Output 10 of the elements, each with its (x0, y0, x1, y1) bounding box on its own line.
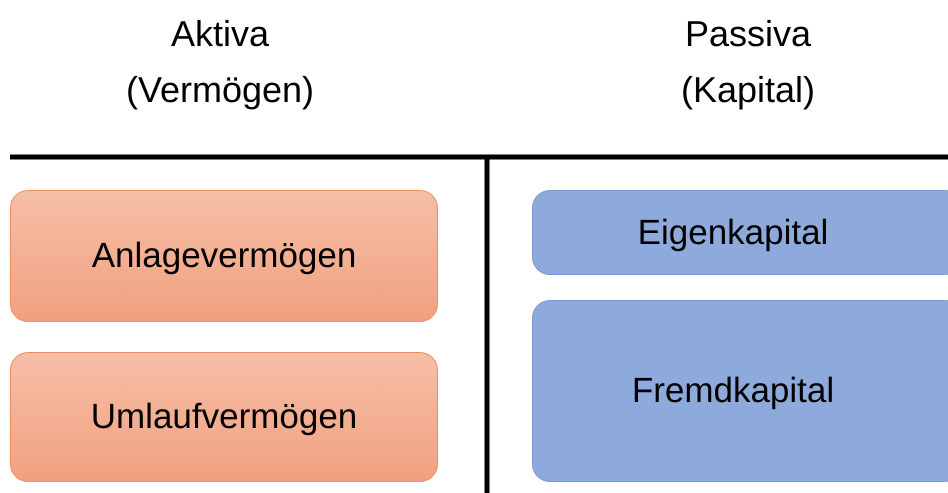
column-heading: Aktiva (Vermögen) (124, 12, 316, 112)
box-label: Eigenkapital (638, 212, 828, 252)
box-label: Umlaufvermögen (90, 397, 358, 437)
liability-box (532, 190, 948, 275)
column-heading: Passiva (Kapital) (680, 12, 816, 112)
box-label: Fremdkapital (632, 371, 834, 411)
box-label: Anlagevermögen (92, 236, 356, 276)
asset-box (10, 352, 438, 482)
liability-box (532, 300, 948, 482)
asset-box (10, 190, 438, 322)
